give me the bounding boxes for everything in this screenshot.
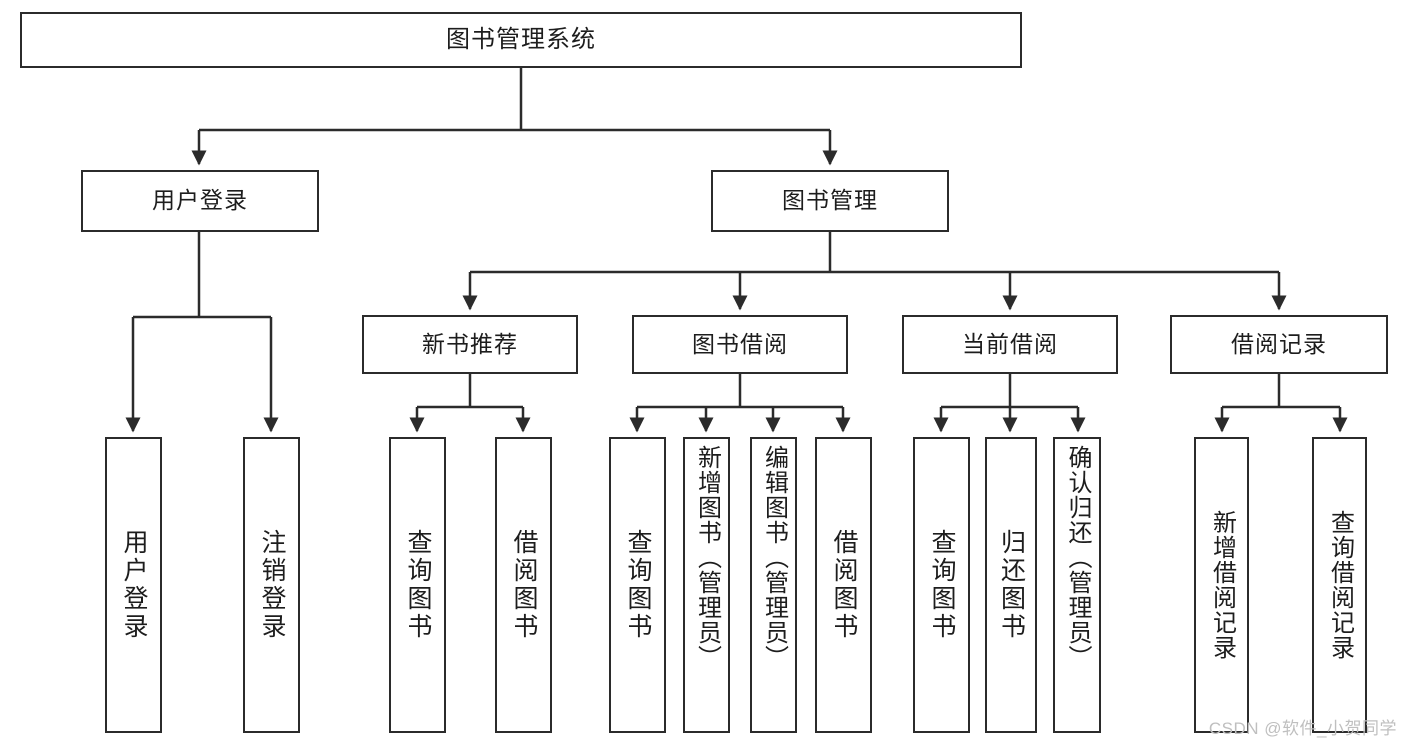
node-leaf-query-book-1[interactable]: 查询图书 xyxy=(389,437,446,733)
node-leaf-edit-book-admin-label: 编辑图书（管理员） xyxy=(760,445,788,670)
node-leaf-borrow-book-1[interactable]: 借阅图书 xyxy=(495,437,552,733)
node-book-borrow[interactable]: 图书借阅 xyxy=(632,315,848,374)
node-leaf-query-borrow-record-label: 查询借阅记录 xyxy=(1326,510,1354,660)
node-current-borrow-label: 当前借阅 xyxy=(962,330,1058,357)
node-leaf-confirm-return-admin[interactable]: 确认归还（管理员） xyxy=(1053,437,1101,733)
node-leaf-borrow-book-2[interactable]: 借阅图书 xyxy=(815,437,872,733)
csdn-watermark: CSDN @软件_小贺同学 xyxy=(1208,719,1397,738)
node-leaf-return-book[interactable]: 归还图书 xyxy=(985,437,1037,733)
node-root-label: 图书管理系统 xyxy=(446,25,596,53)
node-root[interactable]: 图书管理系统 xyxy=(20,12,1022,68)
node-current-borrow[interactable]: 当前借阅 xyxy=(902,315,1118,374)
node-new-book-recommend-label: 新书推荐 xyxy=(422,330,518,357)
node-borrow-record-label: 借阅记录 xyxy=(1231,330,1327,357)
node-leaf-query-book-1-label: 查询图书 xyxy=(404,529,432,641)
node-leaf-confirm-return-admin-label: 确认归还（管理员） xyxy=(1064,445,1091,670)
node-user-login[interactable]: 用户登录 xyxy=(81,170,319,232)
node-new-book-recommend[interactable]: 新书推荐 xyxy=(362,315,578,374)
node-book-manage[interactable]: 图书管理 xyxy=(711,170,949,232)
node-leaf-add-book-admin[interactable]: 新增图书（管理员） xyxy=(683,437,730,733)
node-leaf-add-borrow-record-label: 新增借阅记录 xyxy=(1208,510,1236,660)
node-leaf-user-login[interactable]: 用户登录 xyxy=(105,437,162,733)
node-leaf-logout-login[interactable]: 注销登录 xyxy=(243,437,300,733)
node-user-login-label: 用户登录 xyxy=(152,187,248,214)
node-book-borrow-label: 图书借阅 xyxy=(692,330,788,357)
node-leaf-query-book-3[interactable]: 查询图书 xyxy=(913,437,970,733)
node-leaf-borrow-book-1-label: 借阅图书 xyxy=(510,529,538,641)
node-leaf-add-borrow-record[interactable]: 新增借阅记录 xyxy=(1194,437,1249,733)
node-borrow-record[interactable]: 借阅记录 xyxy=(1170,315,1388,374)
node-leaf-query-book-2-label: 查询图书 xyxy=(624,529,652,641)
node-leaf-query-borrow-record[interactable]: 查询借阅记录 xyxy=(1312,437,1367,733)
node-leaf-query-book-2[interactable]: 查询图书 xyxy=(609,437,666,733)
node-leaf-query-book-3-label: 查询图书 xyxy=(928,529,956,641)
node-leaf-edit-book-admin[interactable]: 编辑图书（管理员） xyxy=(750,437,797,733)
node-leaf-add-book-admin-label: 新增图书（管理员） xyxy=(693,445,721,670)
node-leaf-borrow-book-2-label: 借阅图书 xyxy=(830,529,858,641)
node-leaf-logout-login-label: 注销登录 xyxy=(258,529,286,641)
node-book-manage-label: 图书管理 xyxy=(782,187,878,214)
node-leaf-user-login-label: 用户登录 xyxy=(120,529,148,641)
node-leaf-return-book-label: 归还图书 xyxy=(997,529,1026,641)
